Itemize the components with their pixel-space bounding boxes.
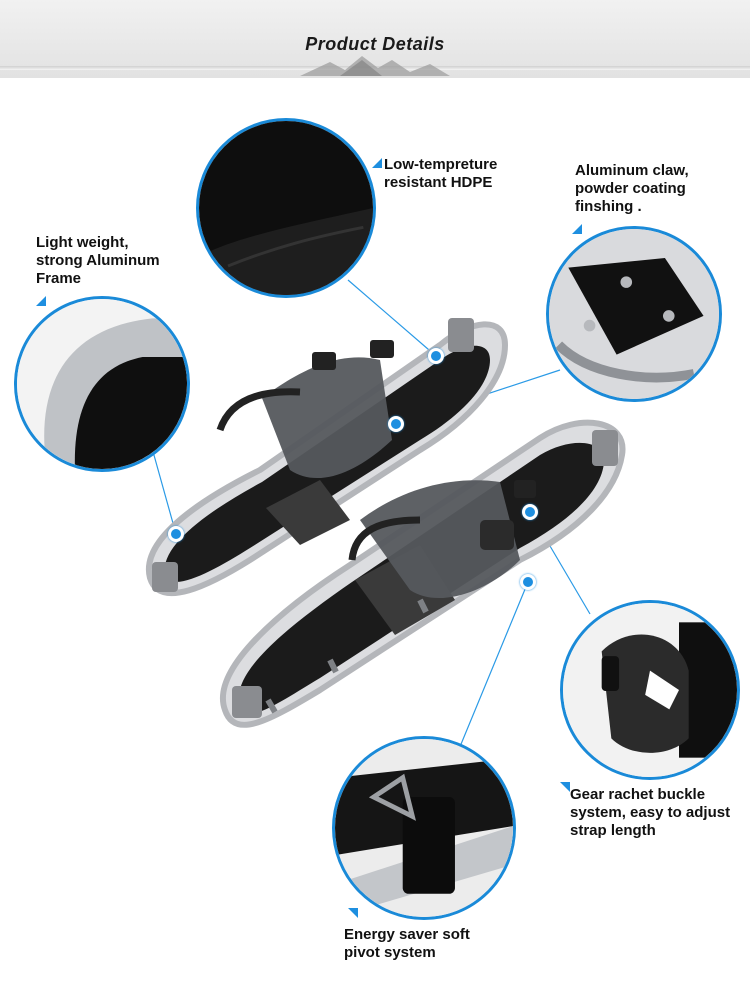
snowshoe-front bbox=[220, 419, 626, 728]
hdpe-detail-circle bbox=[196, 118, 376, 298]
hdpe-hotspot[interactable] bbox=[428, 348, 444, 364]
page-title: Product Details bbox=[305, 34, 445, 54]
claw-hotspot[interactable] bbox=[388, 416, 404, 432]
mountain-icon bbox=[300, 56, 450, 76]
hdpe-marker-icon bbox=[372, 158, 382, 168]
frame-detail-circle bbox=[14, 296, 190, 472]
header-band bbox=[0, 0, 750, 78]
buckle-label: Gear rachet buckle system, easy to adjus… bbox=[570, 786, 731, 839]
claw-label: Aluminum claw, powder coating finshing . bbox=[575, 162, 689, 215]
pivot-detail-circle bbox=[332, 736, 516, 920]
frame-marker-icon bbox=[36, 296, 46, 306]
buckle-hotspot[interactable] bbox=[522, 504, 538, 520]
pivot-label: Energy saver soft pivot system bbox=[344, 926, 470, 961]
buckle-marker-icon bbox=[560, 782, 570, 792]
claw-detail-circle bbox=[546, 226, 722, 402]
buckle-detail-circle bbox=[560, 600, 740, 780]
claw-marker-icon bbox=[572, 224, 582, 234]
snowshoe-back bbox=[145, 318, 509, 597]
frame-hotspot[interactable] bbox=[168, 526, 184, 542]
hdpe-label: Low-tempreture resistant HDPE bbox=[384, 156, 498, 191]
pivot-hotspot[interactable] bbox=[520, 574, 536, 590]
frame-label: Light weight, strong Aluminum Frame bbox=[36, 234, 160, 287]
pivot-marker-icon bbox=[348, 908, 358, 918]
